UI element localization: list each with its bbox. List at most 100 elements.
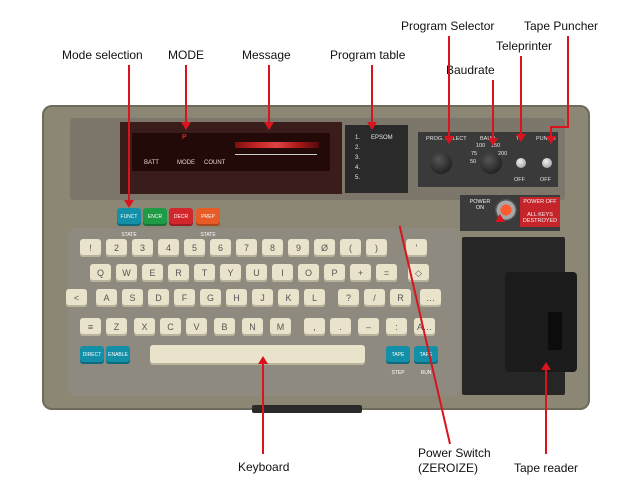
carrying-handle [252, 405, 362, 413]
arrow-mode-head [181, 122, 191, 130]
label-tape-reader: Tape reader [514, 461, 579, 475]
message-led-bar [235, 142, 319, 148]
display-count-label: COUNT [204, 160, 226, 166]
key[interactable]: X [134, 318, 155, 336]
prep-state-key[interactable]: PREP STATE [196, 208, 220, 238]
message-tick-scale [235, 154, 317, 159]
arrow-tape-puncher-drop [550, 126, 552, 140]
key[interactable]: A [96, 289, 117, 307]
keys-destroyed-label: ALL KEYS DESTROYED [522, 212, 558, 224]
program-entry: 3. [355, 155, 361, 161]
key[interactable]: O [298, 264, 319, 282]
key[interactable]: Q [90, 264, 111, 282]
power-off-plate: POWER OFF ALL KEYS DESTROYED [520, 197, 560, 227]
program-selector-knob[interactable] [430, 152, 452, 174]
key[interactable]: ≡ [80, 318, 101, 336]
key[interactable]: B [214, 318, 235, 336]
enable-key[interactable]: ENABLE [106, 346, 130, 364]
key[interactable]: M [270, 318, 291, 336]
key[interactable]: R [168, 264, 189, 282]
key[interactable]: W [116, 264, 137, 282]
key[interactable]: H [226, 289, 247, 307]
label-program-selector: Program Selector [401, 19, 495, 33]
key[interactable]: S [122, 289, 143, 307]
arrow-mode-selection-line [128, 65, 130, 203]
power-on-label: POWER ON [469, 199, 491, 211]
tape-step-key[interactable]: TAPE STEP [386, 346, 410, 376]
display-mode-label: MODE [177, 160, 195, 166]
key[interactable]: F [174, 289, 195, 307]
punch-off-label: OFF [540, 177, 551, 183]
key[interactable]: T [194, 264, 215, 282]
key[interactable]: 6 [210, 239, 231, 257]
key[interactable]: N [242, 318, 263, 336]
key[interactable]: Y [220, 264, 241, 282]
key[interactable]: J [252, 289, 273, 307]
key[interactable]: P [324, 264, 345, 282]
key[interactable]: L [304, 289, 325, 307]
key[interactable]: C [160, 318, 181, 336]
key[interactable]: ( [340, 239, 361, 257]
key[interactable]: 3 [132, 239, 153, 257]
program-name: EPSOM [371, 135, 393, 141]
key[interactable]: A… [414, 318, 435, 336]
tape-reader-slot [548, 312, 562, 350]
baud-value: 150 [491, 143, 501, 149]
arrow-power-switch-head [495, 214, 505, 222]
key[interactable]: < [66, 289, 87, 307]
key[interactable]: 9 [288, 239, 309, 257]
key[interactable]: ) [366, 239, 387, 257]
key[interactable]: ? [338, 289, 359, 307]
label-message: Message [242, 48, 291, 62]
key[interactable]: – [358, 318, 379, 336]
key[interactable]: I [272, 264, 293, 282]
key[interactable]: + [350, 264, 371, 282]
key[interactable]: K [278, 289, 299, 307]
key[interactable]: R [390, 289, 411, 307]
baudrate-knob[interactable] [480, 152, 502, 174]
spacebar[interactable] [150, 345, 365, 365]
key[interactable]: V [186, 318, 207, 336]
key[interactable]: / [364, 289, 385, 307]
key[interactable]: ' [406, 239, 427, 257]
tape-reader[interactable] [505, 272, 577, 372]
tp-off-label: OFF [514, 177, 525, 183]
key[interactable]: E [142, 264, 163, 282]
key[interactable]: 8 [262, 239, 283, 257]
key[interactable]: G [200, 289, 221, 307]
key[interactable]: Z [106, 318, 127, 336]
key[interactable]: . [330, 318, 351, 336]
key[interactable]: … [420, 289, 441, 307]
arrow-tape-puncher-head [546, 136, 556, 144]
key[interactable]: = [376, 264, 397, 282]
tape-run-key[interactable]: TAPE RUN [414, 346, 438, 376]
funct-state-key[interactable]: FUNCT STATE [117, 208, 141, 238]
encr-key[interactable]: ENCR [143, 208, 167, 226]
arrow-tape-reader-line [545, 368, 547, 454]
key[interactable]: ! [80, 239, 101, 257]
key[interactable]: Ø [314, 239, 335, 257]
key[interactable]: 4 [158, 239, 179, 257]
teleprinter-toggle[interactable] [516, 158, 526, 168]
decr-key[interactable]: DECR [169, 208, 193, 226]
key[interactable]: 7 [236, 239, 257, 257]
direct-key[interactable]: DIRECT [80, 346, 104, 364]
tape-puncher-toggle[interactable] [542, 158, 552, 168]
program-entry: 5. [355, 175, 361, 181]
key[interactable]: 2 [106, 239, 127, 257]
baud-label: BAUD [480, 136, 496, 142]
baud-value: 75 [471, 151, 478, 157]
key[interactable]: D [148, 289, 169, 307]
arrow-program-table-head [367, 122, 377, 130]
key[interactable]: ◇ [408, 264, 429, 282]
key[interactable]: 5 [184, 239, 205, 257]
arrow-teleprinter-head [516, 134, 526, 142]
program-entry: 4. [355, 165, 361, 171]
key[interactable]: U [246, 264, 267, 282]
label-mode-selection: Mode selection [62, 48, 143, 62]
label-teleprinter: Teleprinter [496, 39, 553, 53]
key[interactable]: , [304, 318, 325, 336]
arrow-message-line [268, 65, 270, 125]
key[interactable]: : [386, 318, 407, 336]
arrow-program-selector-line [448, 36, 450, 140]
